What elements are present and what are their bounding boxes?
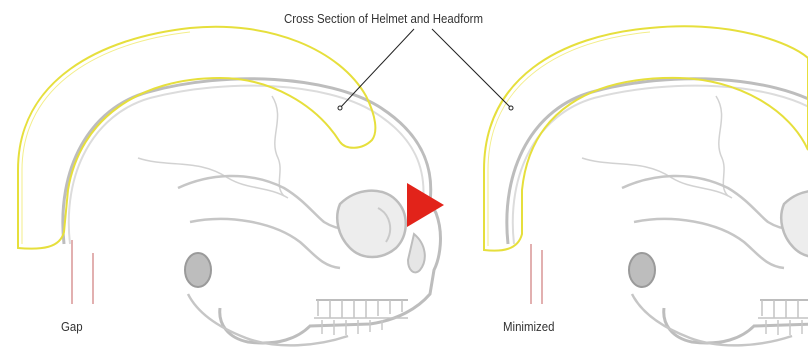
left-skull bbox=[63, 79, 441, 346]
left-panel bbox=[18, 27, 440, 346]
minimized-label: Minimized bbox=[503, 319, 554, 334]
right-helmet-outline bbox=[484, 26, 808, 250]
callout-label: Cross Section of Helmet and Headform bbox=[284, 11, 483, 26]
gap-label: Gap bbox=[61, 319, 83, 334]
left-helmet-outline bbox=[18, 27, 375, 249]
right-panel bbox=[484, 26, 808, 345]
